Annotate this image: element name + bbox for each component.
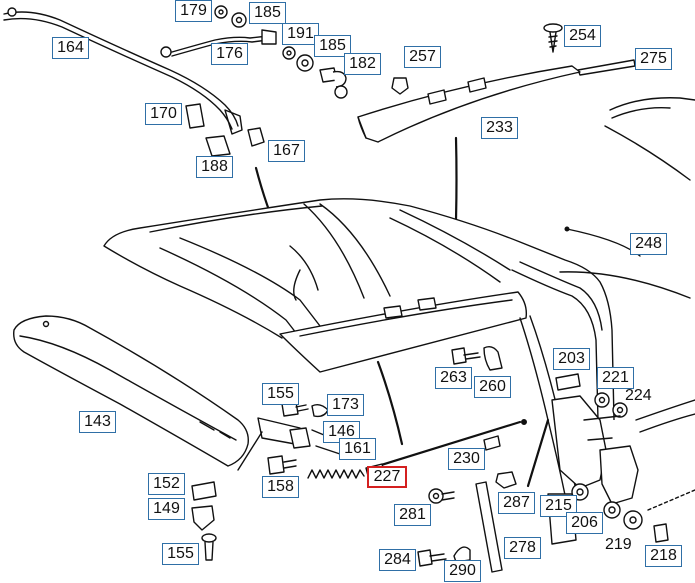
boot-cover-part (13, 315, 249, 467)
part-label-254[interactable]: 254 (564, 25, 601, 47)
part-label-284[interactable]: 284 (379, 549, 416, 571)
roof-bow-part (357, 65, 581, 143)
bolt-part (201, 533, 217, 561)
part-label-290[interactable]: 290 (444, 560, 481, 582)
part-label-185[interactable]: 185 (249, 2, 286, 24)
nut-part (495, 471, 517, 489)
roof-rail-part (3, 7, 243, 135)
part-label-149[interactable]: 149 (148, 498, 185, 520)
strip-part (577, 59, 636, 76)
washer-part (623, 510, 643, 530)
part-label-146[interactable]: 146 (323, 421, 360, 443)
part-label-206[interactable]: 206 (566, 512, 603, 534)
part-label-215[interactable]: 215 (540, 495, 577, 517)
nut-part (594, 392, 628, 418)
part-label-218[interactable]: 218 (645, 545, 682, 567)
part-label-227-highlighted[interactable]: 227 (367, 466, 407, 488)
part-label-203[interactable]: 203 (553, 348, 590, 370)
part-label-263[interactable]: 263 (435, 367, 472, 389)
clip-part (391, 77, 409, 95)
clip-part (653, 523, 669, 543)
part-label-278[interactable]: 278 (504, 537, 541, 559)
part-label-275[interactable]: 275 (635, 48, 672, 70)
clip-part (483, 345, 503, 371)
dashed-leader (647, 489, 695, 511)
part-label-281[interactable]: 281 (394, 504, 431, 526)
part-label-188[interactable]: 188 (196, 156, 233, 178)
part-label-158[interactable]: 158 (262, 476, 299, 498)
part-label-185[interactable]: 185 (314, 35, 351, 57)
part-label-191[interactable]: 191 (282, 23, 319, 45)
part-label-221[interactable]: 221 (597, 367, 634, 389)
washer-part (214, 5, 247, 28)
bracket-part (185, 103, 265, 157)
part-label-152[interactable]: 152 (148, 473, 185, 495)
part-label-176[interactable]: 176 (211, 43, 248, 65)
lever-part (237, 417, 341, 471)
bolt-part (451, 347, 481, 365)
part-label-219[interactable]: 219 (605, 536, 632, 553)
part-label-248[interactable]: 248 (630, 233, 667, 255)
part-label-155[interactable]: 155 (162, 543, 199, 565)
clip-part (191, 505, 215, 531)
part-label-155[interactable]: 155 (262, 383, 299, 405)
part-label-173[interactable]: 173 (327, 394, 364, 416)
clip-part (311, 403, 329, 418)
part-label-182[interactable]: 182 (344, 53, 381, 75)
bolt-part (417, 549, 447, 567)
bolt-part (428, 488, 455, 504)
part-label-161[interactable]: 161 (339, 438, 376, 460)
cap-part (453, 546, 471, 563)
spring-part (307, 469, 365, 479)
part-label-167[interactable]: 167 (268, 140, 305, 162)
roof-frame (103, 198, 691, 421)
bolt-part (281, 401, 309, 417)
plate-part (191, 481, 217, 501)
fastener-part (282, 46, 348, 99)
part-label-257[interactable]: 257 (404, 46, 441, 68)
bolt-part (267, 455, 297, 475)
part-label-143[interactable]: 143 (79, 411, 116, 433)
header-bow (279, 291, 528, 373)
part-label-179[interactable]: 179 (175, 0, 212, 22)
strap-part (475, 481, 503, 573)
part-label-224[interactable]: 224 (625, 387, 652, 404)
part-label-260[interactable]: 260 (474, 376, 511, 398)
cable-part (160, 29, 277, 58)
plate-part (555, 373, 581, 391)
screw-part (543, 23, 563, 53)
part-label-230[interactable]: 230 (448, 448, 485, 470)
rear-bow-part (604, 97, 695, 181)
part-label-287[interactable]: 287 (498, 492, 535, 514)
part-label-170[interactable]: 170 (145, 103, 182, 125)
part-label-233[interactable]: 233 (481, 117, 518, 139)
part-label-164[interactable]: 164 (52, 37, 89, 59)
